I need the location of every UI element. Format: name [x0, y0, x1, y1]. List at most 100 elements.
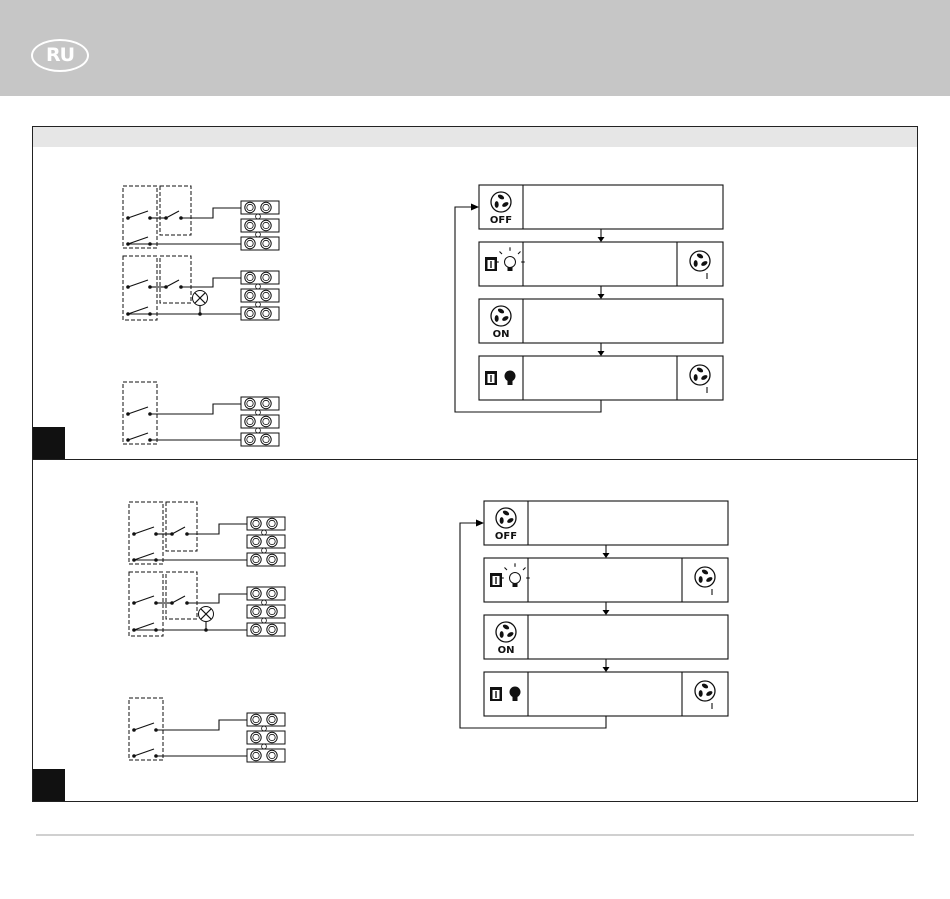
- screw-terminal: [261, 398, 271, 408]
- fan-off-icon: [491, 192, 511, 212]
- screw-terminal: [251, 732, 261, 742]
- circuit-double-switch: [123, 186, 279, 250]
- mode-step-2: [484, 558, 728, 602]
- switch-lever: [134, 723, 154, 730]
- flow-arrowhead: [598, 294, 605, 299]
- screw-terminal: [251, 750, 261, 760]
- step-label: OFF: [495, 531, 517, 542]
- wire: [206, 594, 249, 603]
- terminal-link: [256, 428, 261, 433]
- switch-lever: [128, 211, 148, 218]
- terminal-link: [262, 600, 267, 605]
- terminal-link: [262, 530, 267, 535]
- screw-terminal: [251, 588, 261, 598]
- switch-lever: [128, 307, 148, 314]
- terminal-block: [241, 271, 279, 320]
- terminal-block: [247, 713, 285, 762]
- screw-terminal: [267, 732, 277, 742]
- bulb-base: [513, 583, 518, 587]
- terminal-link: [256, 302, 261, 307]
- screw-terminal: [245, 416, 255, 426]
- fan-blade: [694, 260, 698, 267]
- switch-lever: [134, 623, 154, 630]
- terminal-link: [256, 232, 261, 237]
- wire: [200, 278, 243, 287]
- fan-blade: [495, 315, 499, 322]
- screw-terminal: [251, 606, 261, 616]
- circuit-double-switch: [129, 502, 285, 566]
- junction-dot: [148, 312, 152, 316]
- screw-terminal: [245, 308, 255, 318]
- circuit-single-switch: [129, 698, 285, 762]
- wire: [200, 306, 243, 314]
- fan-hub: [505, 517, 508, 520]
- screw-terminal: [261, 434, 271, 444]
- switch-lever: [128, 280, 148, 287]
- terminal-link: [256, 214, 261, 219]
- switch-housing: [160, 256, 191, 303]
- screw-terminal: [245, 290, 255, 300]
- fan-hub: [500, 315, 503, 318]
- flow-arrowhead: [598, 237, 605, 242]
- terminal-link: [262, 548, 267, 553]
- fan-blade: [694, 374, 698, 381]
- flow-arrowhead: [598, 351, 605, 356]
- switch-housing: [166, 572, 197, 619]
- wiring-schematics: [129, 502, 285, 762]
- screw-terminal: [267, 536, 277, 546]
- fan-hub: [505, 631, 508, 634]
- screw-terminal: [261, 220, 271, 230]
- flow-arrowhead: [603, 667, 610, 672]
- mode-step-3: ON: [479, 299, 723, 343]
- switch-lever: [166, 280, 179, 287]
- terminal-link: [256, 284, 261, 289]
- terminal-link: [262, 726, 267, 731]
- flow-arrowhead: [603, 553, 610, 558]
- wire: [156, 720, 249, 730]
- bulb-base: [513, 697, 518, 701]
- screw-terminal: [251, 554, 261, 564]
- switch-lever: [128, 407, 148, 414]
- step-box: [479, 299, 723, 343]
- bulb-glass: [510, 687, 521, 698]
- screw-terminal: [245, 434, 255, 444]
- circuit-switch-with-lamp: [129, 572, 285, 636]
- screw-terminal: [251, 518, 261, 528]
- fan-indicator-icon: [690, 251, 710, 271]
- mode-step-4: [479, 356, 723, 400]
- switch-lever: [134, 553, 154, 560]
- screw-terminal: [245, 202, 255, 212]
- screw-terminal: [267, 588, 277, 598]
- terminal-block: [241, 397, 279, 446]
- screw-terminal: [267, 714, 277, 724]
- switch-lever: [134, 749, 154, 756]
- circuit-switch-with-lamp: [123, 256, 279, 320]
- step-box: [484, 615, 728, 659]
- fan-indicator-icon: [695, 567, 715, 587]
- bulb-base: [508, 267, 513, 271]
- switch-lever: [166, 211, 179, 218]
- terminal-link: [262, 744, 267, 749]
- fan-blade: [699, 690, 703, 697]
- mode-step-3: ON: [484, 615, 728, 659]
- screw-terminal: [245, 220, 255, 230]
- junction-dot: [204, 628, 208, 632]
- junction-dot: [198, 312, 202, 316]
- screw-terminal: [261, 290, 271, 300]
- flow-arrowhead: [471, 204, 479, 211]
- screw-terminal: [261, 416, 271, 426]
- fan-hub: [704, 690, 707, 693]
- circuit-single-switch: [123, 382, 279, 446]
- mode-step-1: OFF: [484, 501, 728, 545]
- fan-hub: [704, 576, 707, 579]
- switch-lever: [128, 433, 148, 440]
- switch-lever: [134, 527, 154, 534]
- fan-blade: [495, 201, 499, 208]
- screw-terminal: [251, 624, 261, 634]
- terminal-block: [247, 517, 285, 566]
- switch-lever: [172, 596, 185, 603]
- wire: [150, 404, 243, 414]
- screw-terminal: [245, 272, 255, 282]
- flow-arrowhead: [603, 610, 610, 615]
